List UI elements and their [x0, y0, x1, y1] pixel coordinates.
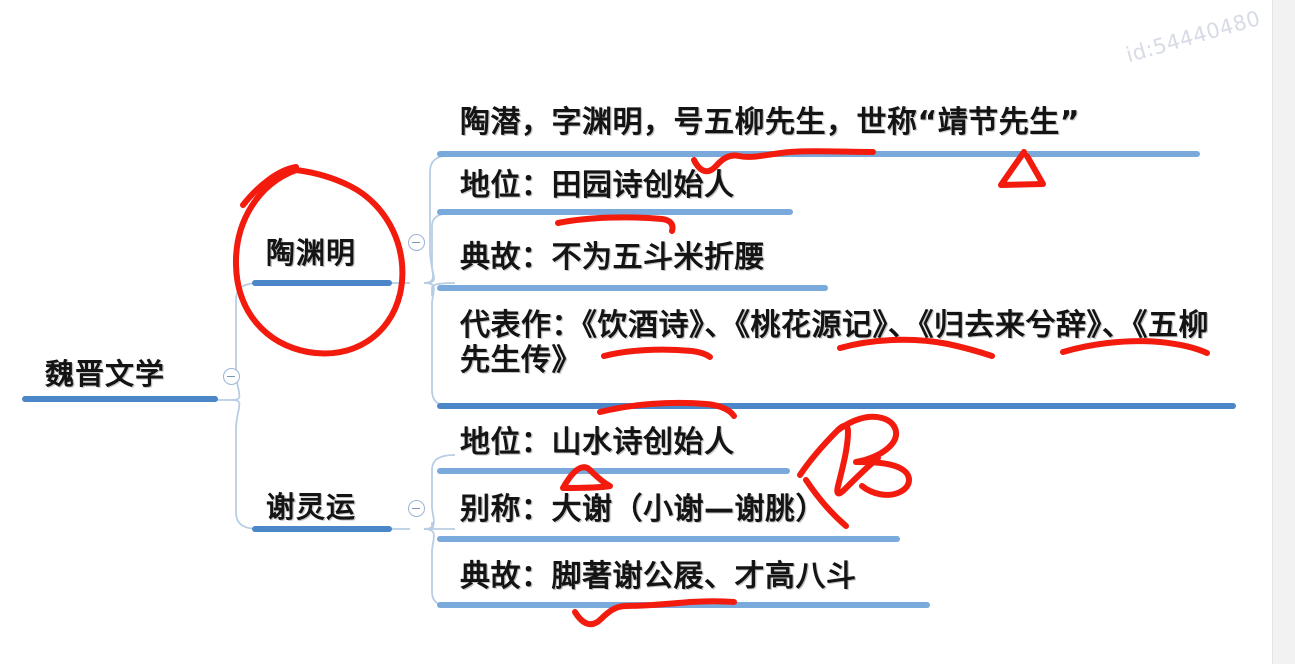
node-leaf-xie-status[interactable]: 地位：山水诗创始人	[460, 425, 735, 460]
underline-leaf-2-3	[437, 602, 930, 608]
node-branch-xie-lingyun[interactable]: 谢灵运	[266, 490, 357, 524]
underline-leaf-1-2	[437, 209, 793, 215]
node-leaf-xie-alias[interactable]: 别称：大谢（小谢—谢朓）	[460, 492, 826, 527]
underline-leaf-1-1	[437, 151, 1200, 157]
underline-leaf-1-4	[437, 403, 1236, 409]
right-gutter	[1273, 0, 1295, 664]
node-leaf-tao-name[interactable]: 陶潜，字渊明，号五柳先生，世称“靖节先生”	[460, 105, 1080, 140]
gutter-divider	[1272, 0, 1273, 664]
underline-branch-1	[252, 280, 392, 286]
collapse-toggle-branch-2[interactable]	[408, 500, 425, 517]
underline-leaf-1-3	[437, 285, 828, 291]
node-root[interactable]: 魏晋文学	[45, 357, 166, 391]
underline-leaf-2-2	[437, 536, 900, 542]
underline-leaf-2-1	[437, 468, 790, 474]
node-leaf-tao-works[interactable]: 代表作：《饮酒诗》、《桃花源记》、《归去来兮辞》、《五柳先生传》	[460, 308, 1209, 379]
collapse-toggle-root[interactable]	[223, 368, 240, 385]
underline-root	[22, 396, 218, 402]
node-leaf-tao-allusion[interactable]: 典故：不为五斗米折腰	[460, 240, 765, 275]
node-leaf-xie-allusion[interactable]: 典故：脚著谢公屐、才高八斗	[460, 559, 857, 594]
underline-branch-2	[252, 526, 392, 532]
collapse-toggle-branch-1[interactable]	[408, 234, 425, 251]
node-leaf-tao-status[interactable]: 地位：田园诗创始人	[460, 168, 735, 203]
node-branch-tao-yuanming[interactable]: 陶渊明	[266, 236, 357, 270]
